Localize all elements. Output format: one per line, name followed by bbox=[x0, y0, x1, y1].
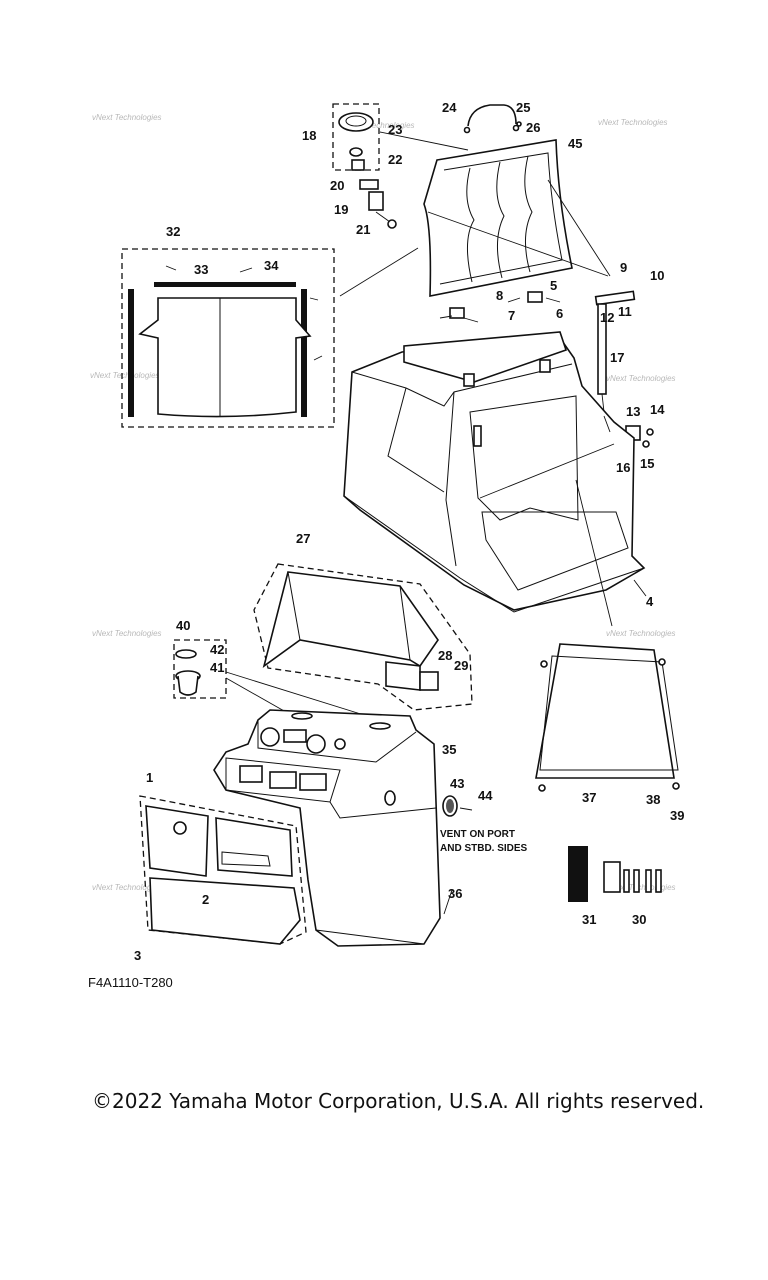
rear-bezel-frame bbox=[535, 479, 680, 792]
callout-label: 27 bbox=[296, 531, 310, 546]
callout-label: 39 bbox=[670, 808, 684, 823]
callout-label: 3 bbox=[134, 948, 141, 963]
windscreen-frame bbox=[253, 563, 473, 711]
callout-label: 14 bbox=[650, 402, 665, 417]
watermark: vNext Technologies bbox=[92, 629, 162, 638]
callout-label: 25 bbox=[516, 100, 530, 115]
seat-pad-kit bbox=[121, 248, 335, 428]
callout-label: 44 bbox=[478, 788, 493, 803]
diagram-code: F4A1110-T280 bbox=[88, 975, 173, 990]
callout-label: 19 bbox=[334, 202, 348, 217]
callout-label: 20 bbox=[330, 178, 344, 193]
callout-label: 9 bbox=[620, 260, 627, 275]
watermark: vNext Technologies bbox=[598, 118, 668, 127]
callout-label: 13 bbox=[626, 404, 640, 419]
callout-label: 40 bbox=[176, 618, 190, 633]
watermark: vNext Technologies bbox=[606, 629, 676, 638]
hatch-cover bbox=[423, 139, 573, 297]
callout-label: 16 bbox=[616, 460, 630, 475]
callout-label: 35 bbox=[442, 742, 456, 757]
callout-label: 15 bbox=[640, 456, 654, 471]
callout-label: 17 bbox=[610, 350, 624, 365]
callout-label: 5 bbox=[550, 278, 557, 293]
callout-labels: 1 2 3 4 5 6 7 8 9 10 11 12 13 14 15 16 1… bbox=[134, 100, 684, 963]
callout-label: 8 bbox=[496, 288, 503, 303]
console-housing bbox=[343, 331, 646, 613]
gas-strut bbox=[594, 290, 636, 413]
watermark: vNext Technologies bbox=[92, 883, 162, 892]
callout-label: 37 bbox=[582, 790, 596, 805]
vent bbox=[442, 795, 473, 817]
callout-label: 23 bbox=[388, 122, 402, 137]
callout-label: 42 bbox=[210, 642, 224, 657]
watermark: vNext Technologies bbox=[90, 371, 160, 380]
copyright-notice: ©2022 Yamaha Motor Corporation, U.S.A. A… bbox=[92, 1089, 704, 1113]
leader-lines bbox=[339, 179, 647, 915]
callout-label: 41 bbox=[210, 660, 224, 675]
vent-note-line-2: AND STBD. SIDES bbox=[440, 843, 528, 854]
callout-label: 10 bbox=[650, 268, 664, 283]
callout-label: 11 bbox=[618, 304, 632, 319]
watermark: vNext Technologies bbox=[606, 374, 676, 383]
callout-label: 18 bbox=[302, 128, 316, 143]
callout-label: 45 bbox=[568, 136, 582, 151]
callout-label: 1 bbox=[146, 770, 153, 785]
vent-note-line-1: VENT ON PORT bbox=[440, 829, 515, 840]
callout-label: 2 bbox=[202, 892, 209, 907]
watermark: vNext Technologies bbox=[345, 121, 415, 130]
callout-label: 34 bbox=[264, 258, 279, 273]
callout-label: 7 bbox=[508, 308, 515, 323]
callout-label: 33 bbox=[194, 262, 208, 277]
callout-label: 29 bbox=[454, 658, 468, 673]
hinge-hardware bbox=[439, 291, 561, 323]
callout-label: 38 bbox=[646, 792, 660, 807]
callout-label: 30 bbox=[632, 912, 646, 927]
hatch-latch-assembly bbox=[332, 103, 469, 229]
callout-label: 36 bbox=[448, 886, 462, 901]
callout-label: 43 bbox=[450, 776, 464, 791]
callout-label: 26 bbox=[526, 120, 540, 135]
door-panel bbox=[139, 795, 307, 945]
callout-label: 28 bbox=[438, 648, 452, 663]
callout-label: 31 bbox=[582, 912, 596, 927]
decal-and-tools bbox=[568, 846, 662, 902]
watermark: vNext Technologies bbox=[92, 113, 162, 122]
callout-label: 24 bbox=[442, 100, 457, 115]
dash-console bbox=[213, 709, 441, 947]
callout-label: 12 bbox=[600, 310, 614, 325]
callout-label: 22 bbox=[388, 152, 402, 167]
callout-label: 32 bbox=[166, 224, 180, 239]
callout-label: 4 bbox=[646, 594, 654, 609]
callout-label: 21 bbox=[356, 222, 370, 237]
callout-label: 6 bbox=[556, 306, 563, 321]
grab-handle bbox=[463, 104, 522, 134]
watermark: vNext Technologies bbox=[606, 883, 676, 892]
